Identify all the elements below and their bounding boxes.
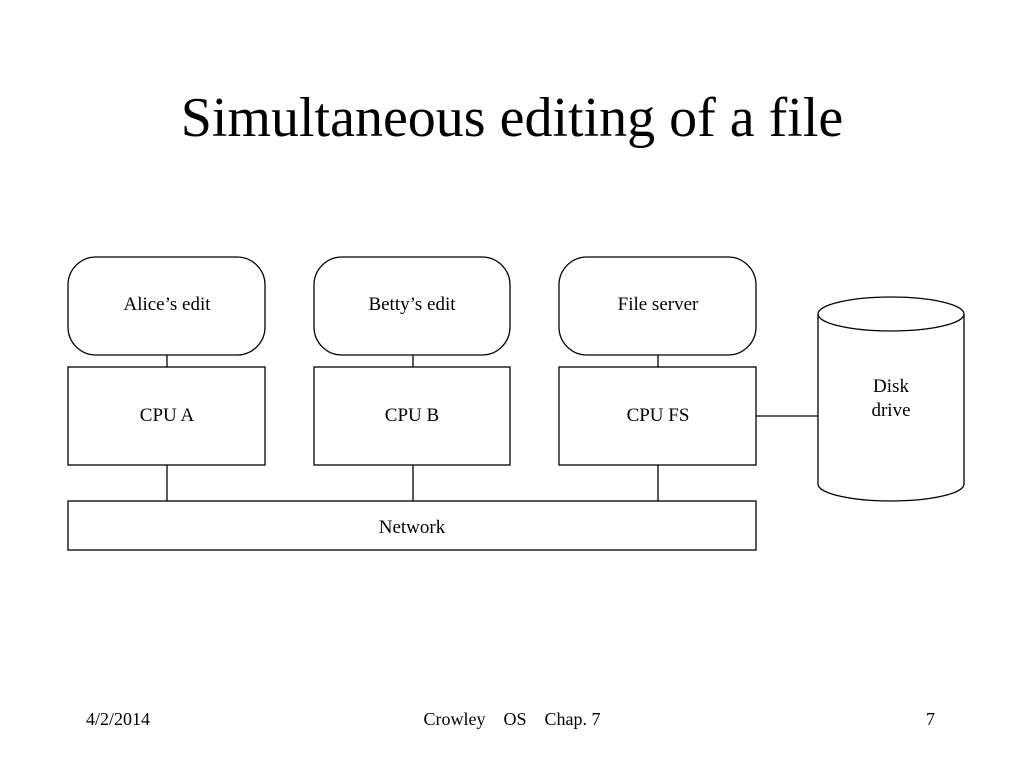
cpu-box-a: [67, 366, 266, 466]
disk-drive: [817, 296, 965, 502]
process-box-alice: [67, 256, 266, 356]
cpu-label-a: CPU A: [140, 405, 195, 426]
network-label: Network: [379, 517, 446, 538]
process-label-alice: Alice’s edit: [123, 294, 211, 315]
process-label-fileserver: File server: [618, 294, 699, 315]
process-box-fileserver: [558, 256, 757, 356]
cpu-box-b: [313, 366, 511, 466]
cpu-box-fs: [558, 366, 757, 466]
cpu-label-b: CPU B: [385, 405, 439, 426]
process-label-betty: Betty’s edit: [368, 294, 456, 315]
disk-label-line2: drive: [871, 400, 910, 421]
disk-label-line1: Disk: [873, 376, 909, 397]
footer-page-number: 7: [926, 709, 935, 729]
footer-course-info: Crowley OS Chap. 7: [423, 709, 601, 729]
cpu-label-fs: CPU FS: [627, 405, 690, 426]
process-box-betty: [313, 256, 511, 356]
footer-date: 4/2/2014: [86, 709, 151, 729]
network-box: [67, 500, 757, 551]
slide-title: Simultaneous editing of a file: [180, 87, 844, 149]
